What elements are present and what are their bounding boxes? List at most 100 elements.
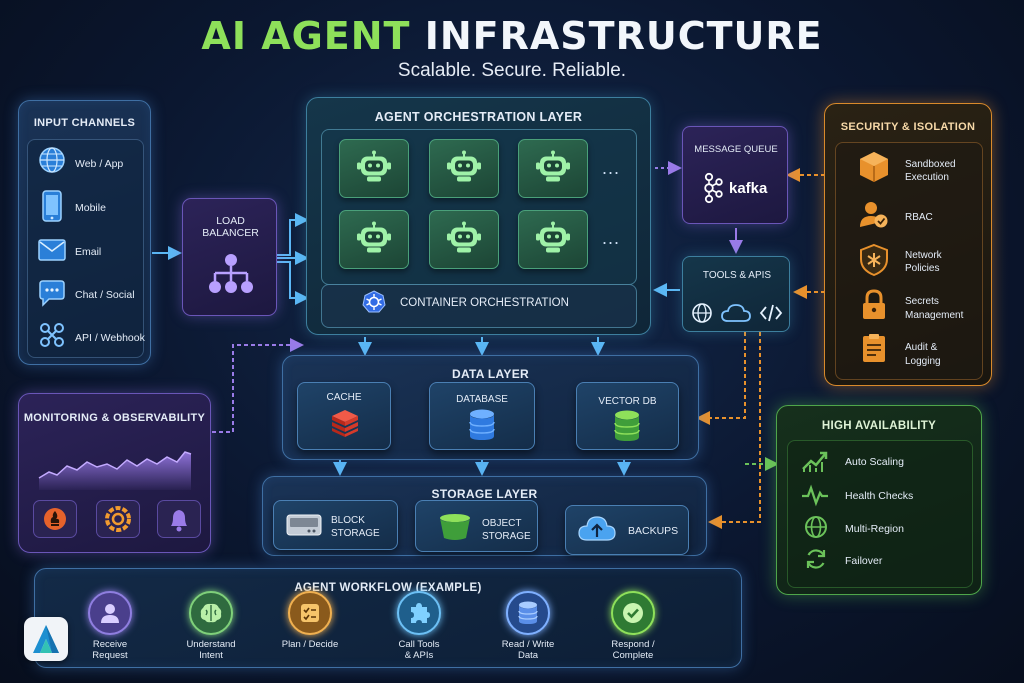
load-balancer-title-line1: LOAD <box>216 215 245 227</box>
code-icon <box>759 304 783 327</box>
input-channels-title: INPUT CHANNELS <box>33 117 136 129</box>
lock-icon <box>862 289 886 325</box>
object-storage-line2: STORAGE <box>482 531 531 542</box>
load-balancer-panel: LOAD BALANCER <box>182 198 277 316</box>
cloud-upload-icon <box>578 514 616 547</box>
kafka-label: kafka <box>729 180 768 197</box>
robot-icon <box>446 150 482 187</box>
orchestration-title: AGENT ORCHESTRATION LAYER <box>374 110 583 124</box>
workflow-step-label: Intent <box>199 650 223 661</box>
workflow-step: Call Tools& APIs <box>379 591 459 661</box>
page-title: AI AGENT INFRASTRUCTURE <box>201 14 823 58</box>
database-label: DATABASE <box>456 394 508 405</box>
mobile-icon <box>41 190 63 227</box>
storage-layer-title: STORAGE LAYER <box>431 487 538 501</box>
vector-database-icon <box>613 410 641 447</box>
metrics-chart <box>38 448 192 495</box>
agent-tile <box>339 210 409 269</box>
chat-icon <box>37 280 67 313</box>
user-icon <box>88 591 132 635</box>
shield-icon <box>860 243 888 281</box>
workflow-step-label: Data <box>517 650 539 661</box>
security-item-line2: Execution <box>905 172 949 183</box>
agent-tile <box>339 139 409 198</box>
security-list <box>835 142 983 380</box>
user-check-icon <box>859 200 889 233</box>
brand-logo <box>24 617 68 661</box>
security-item-line2: Logging <box>905 356 941 367</box>
redis-icon <box>330 408 360 443</box>
agent-tile <box>429 210 499 269</box>
ha-item-label: Health Checks <box>845 490 914 502</box>
robot-icon <box>446 221 482 258</box>
object-storage-line1: OBJECT <box>482 518 522 529</box>
email-icon <box>38 239 66 266</box>
robot-icon <box>535 150 571 187</box>
cache-label: CACHE <box>326 392 362 403</box>
agent-tile <box>518 139 588 198</box>
agent-tile <box>518 210 588 269</box>
puzzle-icon <box>397 591 441 635</box>
monitoring-title: MONITORING & OBSERVABILITY <box>23 412 206 424</box>
backups-label: BACKUPS <box>628 525 679 537</box>
brain-icon <box>189 591 233 635</box>
vector-db-label: VECTOR DB <box>598 396 657 407</box>
alert-bell-icon <box>157 500 201 538</box>
trend-up-icon <box>801 449 829 478</box>
workflow-step-label: Request <box>92 650 128 661</box>
hierarchy-icon <box>207 253 255 300</box>
workflow-step-label: Call Tools <box>398 639 440 650</box>
workflow-step-label: Plan / Decide <box>281 639 339 650</box>
globe-icon <box>804 515 828 544</box>
more-agents-indicator: ... <box>602 228 621 248</box>
agent-tile <box>429 139 499 198</box>
tools-apis-panel: TOOLS & APIS <box>682 256 790 332</box>
workflow-title: AGENT WORKFLOW (EXAMPLE) <box>294 582 482 594</box>
clipboard-icon <box>862 333 886 368</box>
workflow-step-label: & APIs <box>404 650 434 661</box>
security-item-line1: Sandboxed <box>905 159 956 170</box>
security-item-line1: Audit & <box>905 342 938 353</box>
ha-item-label: Auto Scaling <box>845 456 904 468</box>
pulse-icon <box>801 484 829 510</box>
robot-icon <box>535 221 571 258</box>
ha-item-label: Multi-Region <box>845 523 904 535</box>
block-storage-line2: STORAGE <box>331 528 380 539</box>
security-panel: SECURITY & ISOLATION Sandboxed Execution… <box>824 103 992 386</box>
kafka-icon <box>701 172 723 208</box>
workflow-step-label: Receive <box>92 639 128 650</box>
globe-icon <box>691 302 713 329</box>
vector-db-box: VECTOR DB <box>576 382 679 450</box>
input-channels-panel: INPUT CHANNELS Web / App Mobile Email Ch… <box>18 100 151 365</box>
check-circle-icon <box>611 591 655 635</box>
high-availability-list <box>787 440 973 588</box>
refresh-icon <box>804 547 828 576</box>
workflow-step-label: Read / Write <box>501 639 555 650</box>
input-channel-label: Chat / Social <box>75 289 135 301</box>
security-item-line1: Network <box>905 250 942 261</box>
workflow-step-label: Respond / <box>611 639 655 650</box>
workflow-step-label: Complete <box>612 650 654 661</box>
input-channel-label: Mobile <box>75 202 106 214</box>
message-queue-title: MESSAGE QUEUE <box>694 144 778 155</box>
security-item-line1: RBAC <box>905 212 933 223</box>
database-icon <box>468 409 496 446</box>
security-item-line1: Secrets <box>905 296 939 307</box>
container-orchestration-label: CONTAINER ORCHESTRATION <box>400 297 569 309</box>
bucket-icon <box>438 513 472 546</box>
hard-drive-icon <box>286 513 322 542</box>
high-availability-panel: HIGH AVAILABILITY Auto Scaling Health Ch… <box>776 405 982 595</box>
cache-box: CACHE <box>297 382 391 450</box>
workflow-step: Respond /Complete <box>593 591 673 661</box>
block-storage-box: BLOCK STORAGE <box>273 500 398 550</box>
workflow-step-label: Understand <box>186 639 236 650</box>
robot-icon <box>356 150 392 187</box>
tools-apis-title: TOOLS & APIS <box>702 270 772 281</box>
checklist-icon <box>288 591 332 635</box>
security-title: SECURITY & ISOLATION <box>840 121 976 133</box>
robot-icon <box>356 221 392 258</box>
globe-icon <box>37 145 67 180</box>
